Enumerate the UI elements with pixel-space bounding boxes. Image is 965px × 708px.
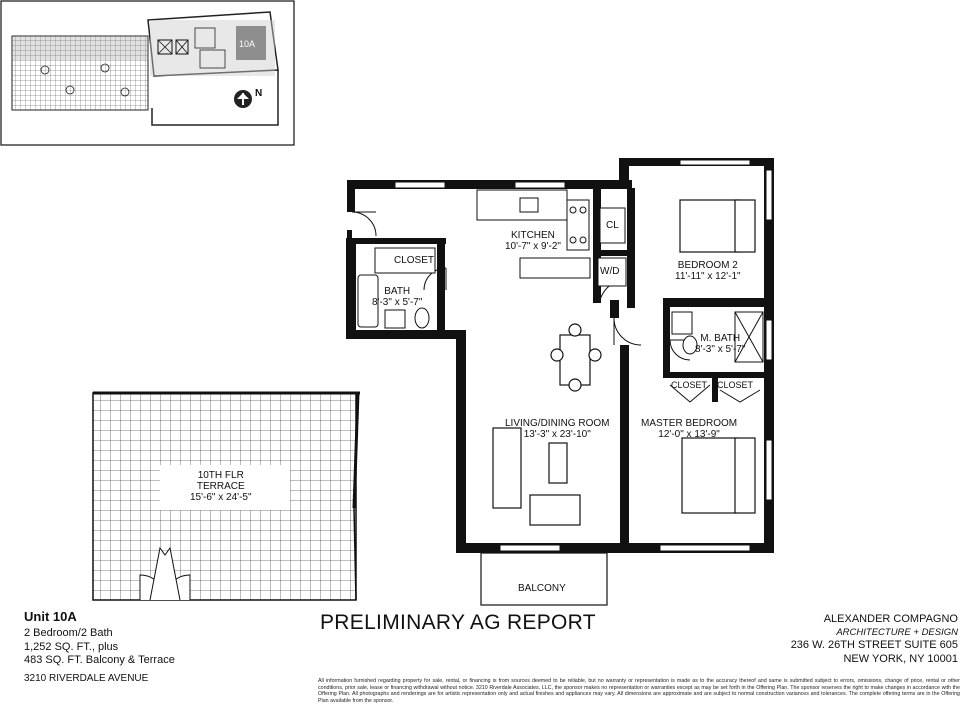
washer-dryer bbox=[597, 257, 627, 287]
coffee-table bbox=[548, 442, 568, 484]
unit-outdoor-sqft: 483 SQ. FT. Balcony & Terrace bbox=[24, 654, 175, 666]
terrace bbox=[92, 391, 360, 601]
master-bed bbox=[681, 437, 738, 514]
kitchen-fixtures bbox=[476, 189, 627, 287]
page-title: PRELIMINARY AG REPORT bbox=[320, 611, 596, 634]
sink-icon bbox=[519, 197, 539, 213]
windows bbox=[394, 159, 773, 552]
key-plan-unit-label: 10A bbox=[239, 39, 255, 49]
bath-sink-icon bbox=[384, 309, 406, 329]
building-address: 3210 RIVERDALE AVENUE bbox=[24, 673, 149, 684]
furniture bbox=[492, 199, 756, 526]
key-plan-lower-wall bbox=[151, 70, 279, 126]
sofa-left bbox=[492, 427, 522, 509]
unit-bedrooms: 2 Bedroom/2 Bath bbox=[24, 627, 113, 639]
legal-disclaimer: All information furnished regarding prop… bbox=[318, 678, 960, 704]
armchair bbox=[529, 494, 581, 526]
unit-name: Unit 10A bbox=[24, 609, 77, 624]
label-cl: CL bbox=[606, 220, 619, 231]
dining-table bbox=[559, 334, 591, 386]
bedroom2-bed bbox=[679, 199, 741, 253]
key-plan-terrace bbox=[11, 35, 149, 111]
firm-city: NEW YORK, NY 10001 bbox=[843, 653, 958, 665]
label-closet-bath: CLOSET bbox=[394, 255, 435, 266]
label-wd: W/D bbox=[600, 266, 620, 277]
terrace-label-bg bbox=[160, 465, 290, 510]
key-plan-unit-highlight bbox=[236, 26, 266, 60]
north-label: N bbox=[255, 88, 262, 99]
toilet-icon bbox=[414, 307, 430, 329]
doors bbox=[351, 211, 761, 576]
bath-fixtures bbox=[357, 247, 764, 363]
firm-subtitle: ARCHITECTURE + DESIGN bbox=[836, 627, 958, 638]
label-closet-master-1: CLOSET bbox=[671, 380, 708, 390]
bathtub-icon bbox=[357, 274, 379, 328]
balcony bbox=[480, 552, 608, 606]
unit-sqft: 1,252 SQ. FT., plus bbox=[24, 641, 119, 653]
label-closet-master-2: CLOSET bbox=[717, 380, 754, 390]
closet-cl bbox=[599, 207, 626, 244]
label-balcony: BALCONY bbox=[518, 583, 566, 594]
kitchen-island bbox=[519, 257, 591, 279]
key-plan: N 10A bbox=[0, 0, 295, 146]
firm-street: 236 W. 26TH STREET SUITE 605 bbox=[790, 639, 958, 651]
bath-closet bbox=[374, 247, 436, 274]
firm-name: ALEXANDER COMPAGNO bbox=[823, 613, 958, 625]
